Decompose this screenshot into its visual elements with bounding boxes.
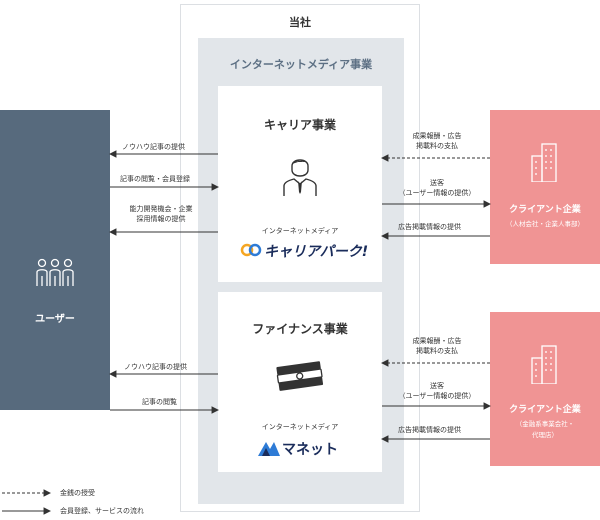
client-box-finance: クライアント企業 （金融系事業会社・ 代理店） [490,312,600,466]
client-subtitle: （人材会社・企業人事部） [506,220,584,228]
career-park-brand: キャリアパーク! [264,244,369,260]
arrow-head [380,154,389,162]
manet-brand: マネット [282,442,338,458]
arrow-label-line: 送客 [430,179,444,187]
client-subtitle: （金融系事業会社・ [515,420,575,428]
client-title: クライアント企業 [509,205,581,215]
finance-business-title: ファイナンス事業 [252,322,348,336]
arrow-label: 広告掲載情報の提供 [398,426,461,434]
career-business-title: キャリア事業 [263,118,336,132]
arrow-head [483,402,492,410]
arrow-label-line: 掲載料の支払 [416,347,458,355]
arrow-label-line: 送客 [430,382,444,390]
arrow-head [108,228,117,236]
finance-media-label: インターネットメディア [261,423,339,431]
career-business-box: キャリア事業 インターネットメディア キャリアパーク! [218,86,382,282]
legend-money-label: 金銭の授受 [60,489,95,497]
businessman-icon [280,152,320,196]
money-stack-icon [274,358,326,398]
arrow-head [108,150,117,158]
arrow-label-line: （ユーザー情報の提供） [398,189,476,197]
building-icon [530,344,560,385]
company-title: 当社 [289,16,311,29]
arrow-head [380,232,389,240]
career-media-label: インターネットメディア [261,227,339,235]
arrow-label-line: 採用情報の提供 [136,215,186,223]
arrow-head [43,507,52,515]
arrow-label: 記事の閲覧 [142,398,177,406]
arrow-label: 成果報酬・広告 掲載料の支払 [392,336,482,356]
arrow-label-line: 掲載料の支払 [416,142,458,150]
arrow-label-line: （ユーザー情報の提供） [398,392,476,400]
arrow-label: 広告掲載情報の提供 [398,223,461,231]
arrow-label: 送客 （ユーザー情報の提供） [390,178,484,198]
arrow-label: ノウハウ記事の提供 [122,143,185,151]
arrow-head [43,489,52,497]
arrow-head [380,359,389,367]
manet-logo: マネット [258,438,354,458]
arrow-label: ノウハウ記事の提供 [124,363,187,371]
arrow-label: 成果報酬・広告 掲載料の支払 [392,131,482,151]
arrow-head [380,435,389,443]
arrow-label-line: 成果報酬・広告 [412,132,462,140]
career-park-logo: キャリアパーク! [240,240,369,260]
arrow-label: 送客 （ユーザー情報の提供） [390,381,484,401]
arrow-head [211,406,220,414]
finance-business-box: ファイナンス事業 インターネットメディア マネット [218,292,382,472]
users-group-icon [34,258,76,288]
arrow-label: 記事の閲覧・会員登録 [120,175,190,183]
client-subtitle: 代理店） [532,431,558,439]
arrow-head [211,183,220,191]
media-business-title: インターネットメディア事業 [229,58,373,71]
arrow-head [483,200,492,208]
arrow-label-line: 能力開発機会・企業 [129,205,193,213]
legend-flow-label: 会員登録、サービスの流れ [60,507,144,515]
user-box: ユーザー [0,110,110,410]
arrow-label: 能力開発機会・企業 採用情報の提供 [116,204,206,224]
arrow-head [108,370,117,378]
client-box-career: クライアント企業 （人材会社・企業人事部） [490,110,600,264]
building-icon [530,142,560,183]
user-label: ユーザー [35,314,75,325]
client-title: クライアント企業 [509,405,581,415]
arrow-label-line: 成果報酬・広告 [412,337,462,345]
